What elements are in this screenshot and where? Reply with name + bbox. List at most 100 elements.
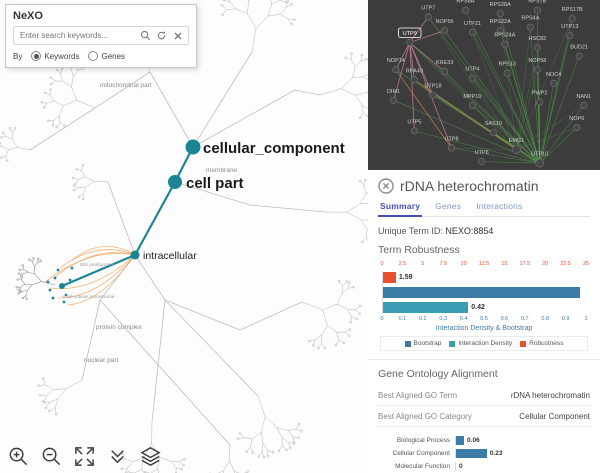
- network-node[interactable]: [440, 26, 449, 35]
- network-node[interactable]: [447, 144, 456, 152]
- network-node-label[interactable]: RPA49: [406, 68, 423, 74]
- network-node[interactable]: [410, 76, 419, 84]
- tree-node-cell-part[interactable]: [168, 175, 182, 189]
- zoom-fit-button[interactable]: [72, 444, 96, 468]
- network-node-label[interactable]: NOP58: [528, 58, 546, 64]
- network-node[interactable]: [489, 129, 497, 137]
- tab-interactions[interactable]: Interactions: [476, 201, 523, 211]
- network-node[interactable]: [550, 79, 558, 87]
- tree-label-mitochondrial-part[interactable]: mitochondrial part: [100, 82, 152, 89]
- tree-label-nuclear-part[interactable]: nuclear part: [84, 357, 119, 364]
- network-node-label[interactable]: UTP9: [403, 31, 417, 37]
- tree-node-small[interactable]: [56, 268, 60, 272]
- network-node-label[interactable]: NOP6: [569, 116, 584, 122]
- network-node-label[interactable]: UTP6: [475, 150, 489, 156]
- search-mode-genes[interactable]: Genes: [88, 51, 125, 61]
- tree-node-small[interactable]: [62, 300, 66, 304]
- network-node[interactable]: [496, 10, 504, 18]
- tree-node-small[interactable]: [53, 276, 57, 280]
- network-node-label[interactable]: SAS10: [485, 121, 502, 127]
- network-node-label[interactable]: RPS22A: [490, 19, 511, 25]
- network-node-label[interactable]: NOP14: [387, 58, 405, 64]
- tree-node-small[interactable]: [51, 296, 55, 300]
- network-node-label[interactable]: RPS7B: [528, 0, 546, 5]
- tree-label-cellular-component[interactable]: cellular_component: [203, 140, 345, 157]
- network-node-label[interactable]: RPS4A: [521, 16, 539, 22]
- search-field[interactable]: [13, 26, 189, 45]
- tree-node-small[interactable]: [70, 266, 74, 270]
- network-node-label[interactable]: DIM1: [387, 89, 400, 95]
- radio-icon[interactable]: [88, 51, 99, 61]
- collapse-levels-button[interactable]: [105, 444, 129, 468]
- network-node[interactable]: [575, 52, 583, 60]
- network-node-label[interactable]: EMG1: [509, 138, 525, 144]
- search-icon[interactable]: [139, 29, 152, 42]
- network-node[interactable]: [573, 123, 581, 132]
- network-node-label[interactable]: UTP18: [424, 84, 441, 90]
- radio-icon[interactable]: [31, 51, 42, 61]
- network-node-label[interactable]: HSC82: [528, 36, 546, 42]
- network-node[interactable]: [533, 66, 541, 74]
- network-node[interactable]: [478, 157, 486, 166]
- tree-label-protein-complex[interactable]: protein complex: [96, 324, 143, 331]
- tab-genes[interactable]: Genes: [435, 201, 462, 211]
- close-icon[interactable]: [378, 178, 394, 194]
- network-node-label[interactable]: NOC4: [546, 72, 561, 78]
- search-input[interactable]: [18, 30, 136, 41]
- network-node-label[interactable]: BUD21: [570, 45, 588, 51]
- network-node[interactable]: [440, 67, 449, 76]
- network-node[interactable]: [533, 43, 541, 52]
- tree-node-small[interactable]: [64, 293, 68, 297]
- tree-label-membrane[interactable]: membrane: [206, 167, 237, 174]
- network-node-label[interactable]: UTP8: [444, 136, 458, 142]
- network-node[interactable]: [468, 74, 477, 82]
- network-node[interactable]: [429, 91, 437, 99]
- network-node[interactable]: [526, 23, 534, 31]
- network-node[interactable]: [566, 32, 574, 40]
- tab-summary[interactable]: Summary: [377, 201, 423, 217]
- network-node[interactable]: [501, 40, 509, 48]
- network-node[interactable]: [568, 15, 576, 23]
- network-node-label[interactable]: RPS28A: [490, 2, 511, 8]
- network-node[interactable]: [512, 145, 521, 155]
- tree-node-intracellular[interactable]: [130, 250, 140, 260]
- tree-node-small[interactable]: [68, 278, 72, 282]
- network-node-label[interactable]: UTP7: [421, 6, 435, 12]
- reset-icon[interactable]: [155, 29, 168, 42]
- network-node-label[interactable]: RPS13: [498, 62, 515, 68]
- network-node-label[interactable]: UTP21: [464, 21, 481, 27]
- network-node-label[interactable]: UTP5: [407, 119, 421, 125]
- network-node[interactable]: [468, 101, 477, 110]
- tree-label-cell-part[interactable]: cell part: [186, 175, 244, 192]
- tree-node-small[interactable]: [46, 280, 50, 284]
- network-node[interactable]: [392, 66, 400, 74]
- network-node-label[interactable]: UTP13: [561, 24, 578, 30]
- network-node[interactable]: [424, 13, 432, 21]
- network-node-label[interactable]: KRE33: [436, 60, 453, 66]
- network-node-label[interactable]: NOP56: [436, 19, 454, 25]
- tree-label-preribosome[interactable]: 90S preribosome: [80, 262, 115, 267]
- network-node-label[interactable]: UTP10: [531, 152, 548, 158]
- network-node[interactable]: [410, 127, 419, 135]
- network-node[interactable]: [535, 158, 545, 168]
- network-node[interactable]: [468, 28, 477, 36]
- network-node[interactable]: [389, 96, 398, 104]
- network-node-label[interactable]: PWP2: [532, 91, 548, 97]
- network-node-label[interactable]: RPS8A: [456, 0, 474, 5]
- network-node[interactable]: [580, 101, 588, 110]
- tree-node-cellular-component[interactable]: [185, 139, 201, 155]
- network-node[interactable]: [536, 98, 544, 106]
- network-node-label[interactable]: RPS24A: [494, 33, 515, 39]
- tree-node-small[interactable]: [48, 288, 52, 292]
- network-node[interactable]: [461, 6, 470, 14]
- tree-node-term-cluster[interactable]: [59, 283, 65, 289]
- search-mode-keywords[interactable]: Keywords: [31, 51, 79, 61]
- clear-icon[interactable]: [171, 29, 184, 42]
- network-node-label[interactable]: UTP4: [465, 67, 479, 73]
- layers-button[interactable]: [138, 444, 162, 468]
- network-node[interactable]: [496, 26, 504, 35]
